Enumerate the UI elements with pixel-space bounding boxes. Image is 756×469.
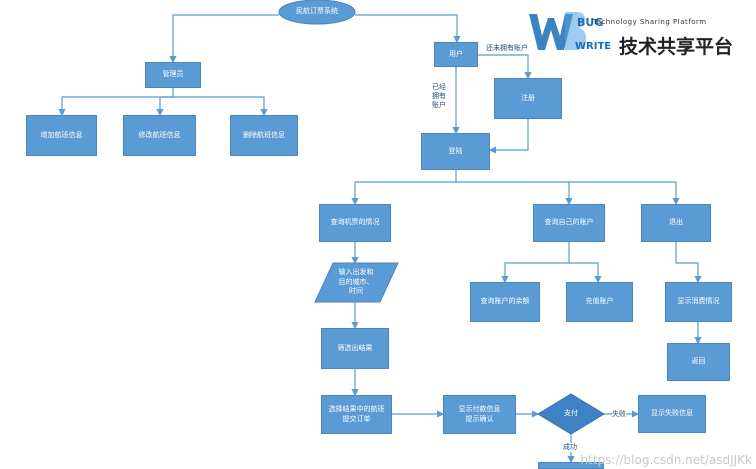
root-node-label: 民航订票系统 (296, 7, 338, 16)
show-fail-label: 显示失败信息 (651, 409, 693, 418)
filter-results-node: 筛选出结果 (321, 328, 389, 369)
edge-label-no-account: 还未拥有账户 (486, 44, 528, 53)
select-flight-label: 选择结果中的航班 提交订单 (328, 405, 385, 423)
add-flight-label: 增加航班信息 (40, 130, 83, 139)
edge-label-success: 成功 (563, 443, 577, 452)
logo-tagline: Technology Sharing Platform (593, 18, 707, 26)
edge-label-has-account: 已经 拥有 账户 (432, 83, 446, 110)
show-payment-node: 显示付款信息 提示确认 (443, 395, 516, 434)
wb-logo: BUG WRITE Technology Sharing Platform 技术… (527, 6, 752, 58)
admin-node-label: 管理员 (162, 70, 184, 79)
input-cities-shape (314, 262, 399, 303)
logo-write-text: WRITE (575, 41, 612, 52)
root-node: 民航订票系统 (279, 0, 355, 24)
root-node-shape (278, 0, 356, 25)
login-node-label: 登陆 (448, 146, 463, 155)
wb-logo-mark (529, 12, 586, 50)
register-node-label: 注册 (521, 93, 535, 102)
query-tickets-node: 查询机票的情况 (319, 204, 391, 242)
recharge-node: 充值账户 (566, 282, 633, 322)
admin-node: 管理员 (145, 62, 201, 88)
logo-bug-text: BUG (577, 16, 604, 29)
logout-label: 退出 (669, 218, 683, 227)
user-node: 用户 (434, 42, 478, 67)
add-flight-node: 增加航班信息 (26, 115, 97, 156)
source-watermark: https://blog.csdn.net/asdJJKk (580, 453, 752, 467)
register-node: 注册 (494, 78, 562, 119)
show-consumption-label: 显示消费情况 (677, 297, 720, 306)
query-tickets-label: 查询机票的情况 (330, 218, 380, 227)
show-consumption-node: 显示消费情况 (665, 282, 732, 322)
query-balance-label: 查询账户的余额 (480, 297, 530, 306)
login-node: 登陆 (421, 133, 490, 170)
edit-flight-label: 修改航班信息 (138, 130, 181, 139)
logout-node: 退出 (641, 204, 711, 242)
recharge-label: 充值账户 (585, 297, 614, 306)
logo-chinese-title: 技术共享平台 (619, 36, 734, 58)
input-cities-label: 输入出发和 目的城市、 时间 (338, 268, 374, 296)
return-node: 返回 (667, 343, 730, 381)
filter-results-label: 筛选出结果 (337, 343, 373, 352)
query-balance-node: 查询账户的余额 (470, 282, 540, 322)
edge-label-fail: 失败 (612, 410, 626, 419)
input-cities-node: 输入出发和 目的城市、 时间 (322, 263, 390, 302)
show-payment-label: 显示付款信息 提示确认 (458, 405, 501, 423)
pay-node: 支付 (538, 404, 604, 424)
delete-flight-label: 删除航班信息 (243, 130, 285, 139)
user-node-label: 用户 (449, 49, 463, 58)
delete-flight-node: 删除航班信息 (230, 115, 298, 156)
select-flight-node: 选择结果中的航班 提交订单 (321, 395, 392, 434)
query-account-node: 查询自己的账户 (533, 204, 605, 242)
return-label: 返回 (691, 357, 706, 366)
pay-label: 支付 (564, 409, 578, 418)
edit-flight-node: 修改航班信息 (123, 115, 196, 156)
query-account-label: 查询自己的账户 (544, 218, 594, 227)
show-fail-node: 显示失败信息 (638, 395, 706, 433)
pay-decision-shape (537, 393, 605, 435)
